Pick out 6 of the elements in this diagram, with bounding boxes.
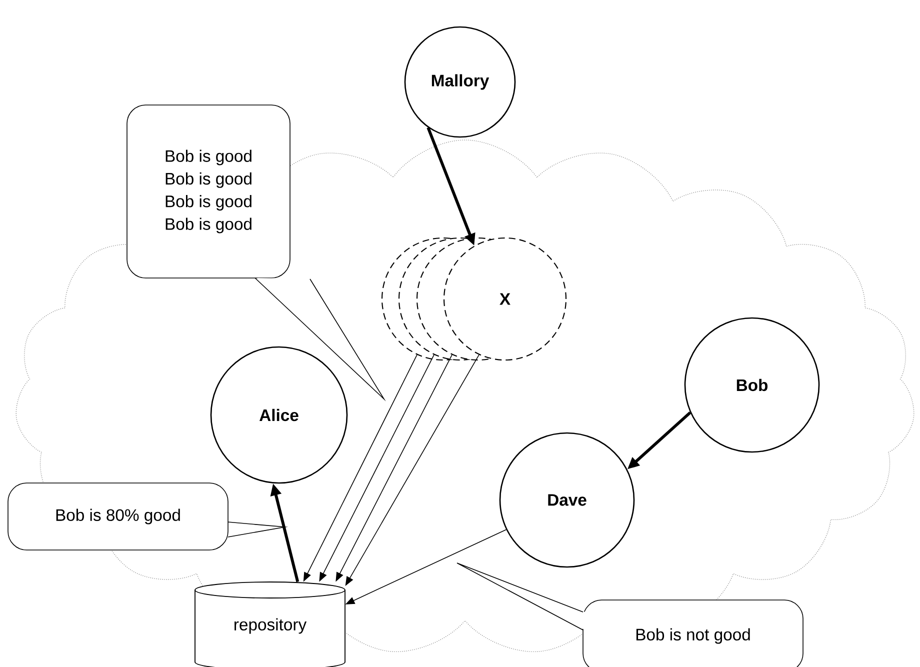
repository-cylinder: repository	[194, 582, 346, 667]
node-label: Bob is not good	[636, 628, 750, 644]
callout-bubble: Bob is good Bob is good Bob is good Bob is good	[126, 104, 386, 402]
callout-bubble: Bob is not good	[456, 562, 804, 667]
callout-bubble: Bob is 80% good	[8, 482, 288, 550]
dashed-circles-drawing: X	[381, 237, 567, 361]
